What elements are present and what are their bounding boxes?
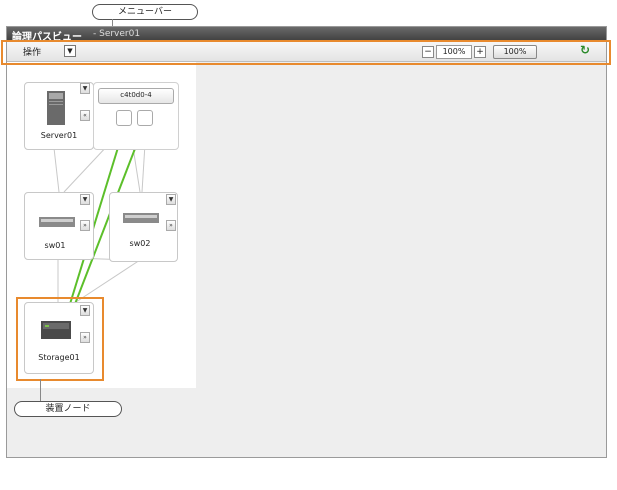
menubar: 操作 ▼ − 100% + 100% ↻: [7, 41, 606, 62]
zoom-reset-button[interactable]: 100%: [493, 45, 537, 59]
menubar-highlight: [1, 40, 611, 65]
hba-port-1[interactable]: [116, 110, 132, 126]
operation-menu-label[interactable]: 操作: [23, 48, 42, 58]
collapse-icon: «: [83, 112, 87, 119]
sw02-node-menu-button[interactable]: ▼: [166, 194, 176, 205]
switch-icon: [39, 217, 75, 227]
minus-icon: −: [424, 47, 432, 57]
server-node-collapse-button[interactable]: «: [80, 110, 90, 121]
chevron-down-icon: ▼: [82, 196, 88, 203]
operation-dropdown-button[interactable]: ▼: [64, 45, 76, 57]
hba-port-2[interactable]: [137, 110, 153, 126]
plus-icon: +: [476, 47, 484, 57]
server-icon: [47, 91, 65, 125]
sw01-node-expand-button[interactable]: »: [80, 220, 90, 231]
server-node-menu-button[interactable]: ▼: [80, 83, 90, 94]
chevron-down-icon: ▼: [82, 85, 88, 92]
sw02-node-label: sw02: [129, 239, 151, 248]
switch-icon: [123, 213, 159, 223]
sw01-node-menu-button[interactable]: ▼: [80, 194, 90, 205]
menubar-callout: メニューバー: [92, 4, 198, 20]
expand-icon: »: [83, 334, 87, 341]
window-titlebar: 論理パスビュー - Server01: [7, 27, 606, 43]
sw01-node-label: sw01: [44, 241, 66, 250]
chevron-down-icon: ▼: [67, 47, 73, 55]
zoom-in-button[interactable]: +: [474, 46, 486, 58]
chevron-down-icon: ▼: [168, 196, 174, 203]
chevron-down-icon: ▼: [82, 307, 88, 314]
path-line: [53, 147, 60, 193]
storage-node-label: Storage01: [38, 353, 80, 362]
device-node-callout-line: [40, 379, 41, 403]
server-node-label: Server01: [40, 131, 78, 140]
hba-label-box[interactable]: c4t0d0-4: [98, 88, 174, 104]
expand-icon: »: [83, 222, 87, 229]
window-title: 論理パスビュー: [12, 32, 82, 43]
storage-node-expand-button[interactable]: »: [80, 332, 90, 343]
refresh-icon[interactable]: ↻: [580, 43, 591, 57]
zoom-out-button[interactable]: −: [422, 46, 434, 58]
device-node-highlight: [16, 297, 104, 381]
active-path-line: [69, 127, 125, 305]
menubar-callout-text: メニューバー: [118, 7, 172, 17]
path-line: [75, 259, 141, 303]
expand-icon: »: [169, 222, 173, 229]
window-subtitle: - Server01: [93, 29, 141, 39]
device-node-callout-text: 装置ノード: [45, 404, 91, 414]
storage-icon: [41, 321, 71, 339]
sw02-node-expand-button[interactable]: »: [166, 220, 176, 231]
device-node-callout: 装置ノード: [14, 401, 122, 417]
storage-node-menu-button[interactable]: ▼: [80, 305, 90, 316]
zoom-level-field[interactable]: 100%: [436, 45, 472, 59]
